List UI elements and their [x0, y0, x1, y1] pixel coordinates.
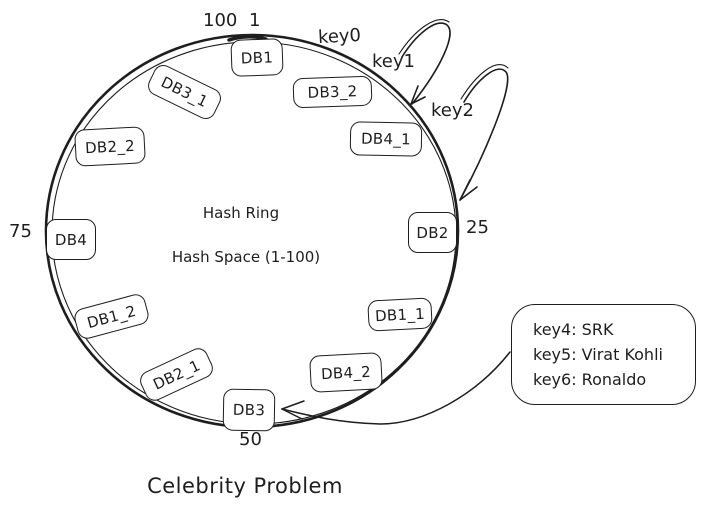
node-db2-2: DB2_2: [74, 126, 146, 167]
ring-center-subtitle: Hash Space (1-100): [171, 248, 321, 266]
ring-mark-1: 1: [249, 10, 261, 31]
key1-arrowhead: [411, 86, 418, 104]
node-db1: DB1: [230, 38, 284, 77]
node-db4-2: DB4_2: [309, 352, 383, 393]
node-db1-2-label: DB1_2: [85, 301, 138, 332]
diagram-title: Celebrity Problem: [147, 474, 343, 498]
celebrity-keys-callout: key4: SRK key5: Virat Kohli key6: Ronald…: [511, 304, 696, 405]
node-db2-2-label: DB2_2: [84, 136, 136, 157]
ring-center-label: Hash Ring: [202, 204, 280, 222]
callout-line-key5: key5: Virat Kohli: [533, 345, 663, 364]
node-db4-2-label: DB4_2: [320, 362, 372, 383]
callout-connector-arrow: [282, 352, 510, 424]
callout-line-key6: key6: Ronaldo: [533, 370, 647, 389]
node-db4-1: DB4_1: [349, 121, 423, 157]
key1-arrow: [399, 20, 450, 104]
ring-mark-100: 100: [203, 10, 238, 31]
node-db3-2: DB3_2: [292, 75, 373, 109]
key1-label: key1: [372, 51, 415, 72]
key0-label: key0: [317, 24, 362, 49]
node-db4: DB4: [46, 219, 96, 260]
node-db3: DB3: [222, 388, 276, 432]
node-db2: DB2: [408, 212, 457, 253]
node-db4-1-label: DB4_1: [360, 129, 412, 149]
node-db3-2-label: DB3_2: [307, 82, 358, 102]
callout-line-key4: key4: SRK: [533, 320, 614, 339]
hash-ring-circle: [46, 35, 458, 427]
node-db1-1-label: DB1_1: [374, 304, 426, 325]
ring-mark-75: 75: [9, 221, 32, 242]
key2-label: key2: [431, 100, 474, 121]
node-db3-label: DB3: [232, 400, 266, 420]
ring-mark-50: 50: [239, 429, 262, 450]
key2-arrow: [460, 65, 508, 200]
connector-arrowhead: [282, 401, 304, 409]
node-db4-label: DB4: [54, 230, 88, 249]
node-db2-label: DB2: [416, 223, 449, 242]
ring-mark-25: 25: [466, 217, 489, 238]
key2-arrowhead: [460, 180, 470, 200]
node-db1-label: DB1: [240, 47, 274, 68]
node-db1-1: DB1_1: [367, 297, 433, 332]
